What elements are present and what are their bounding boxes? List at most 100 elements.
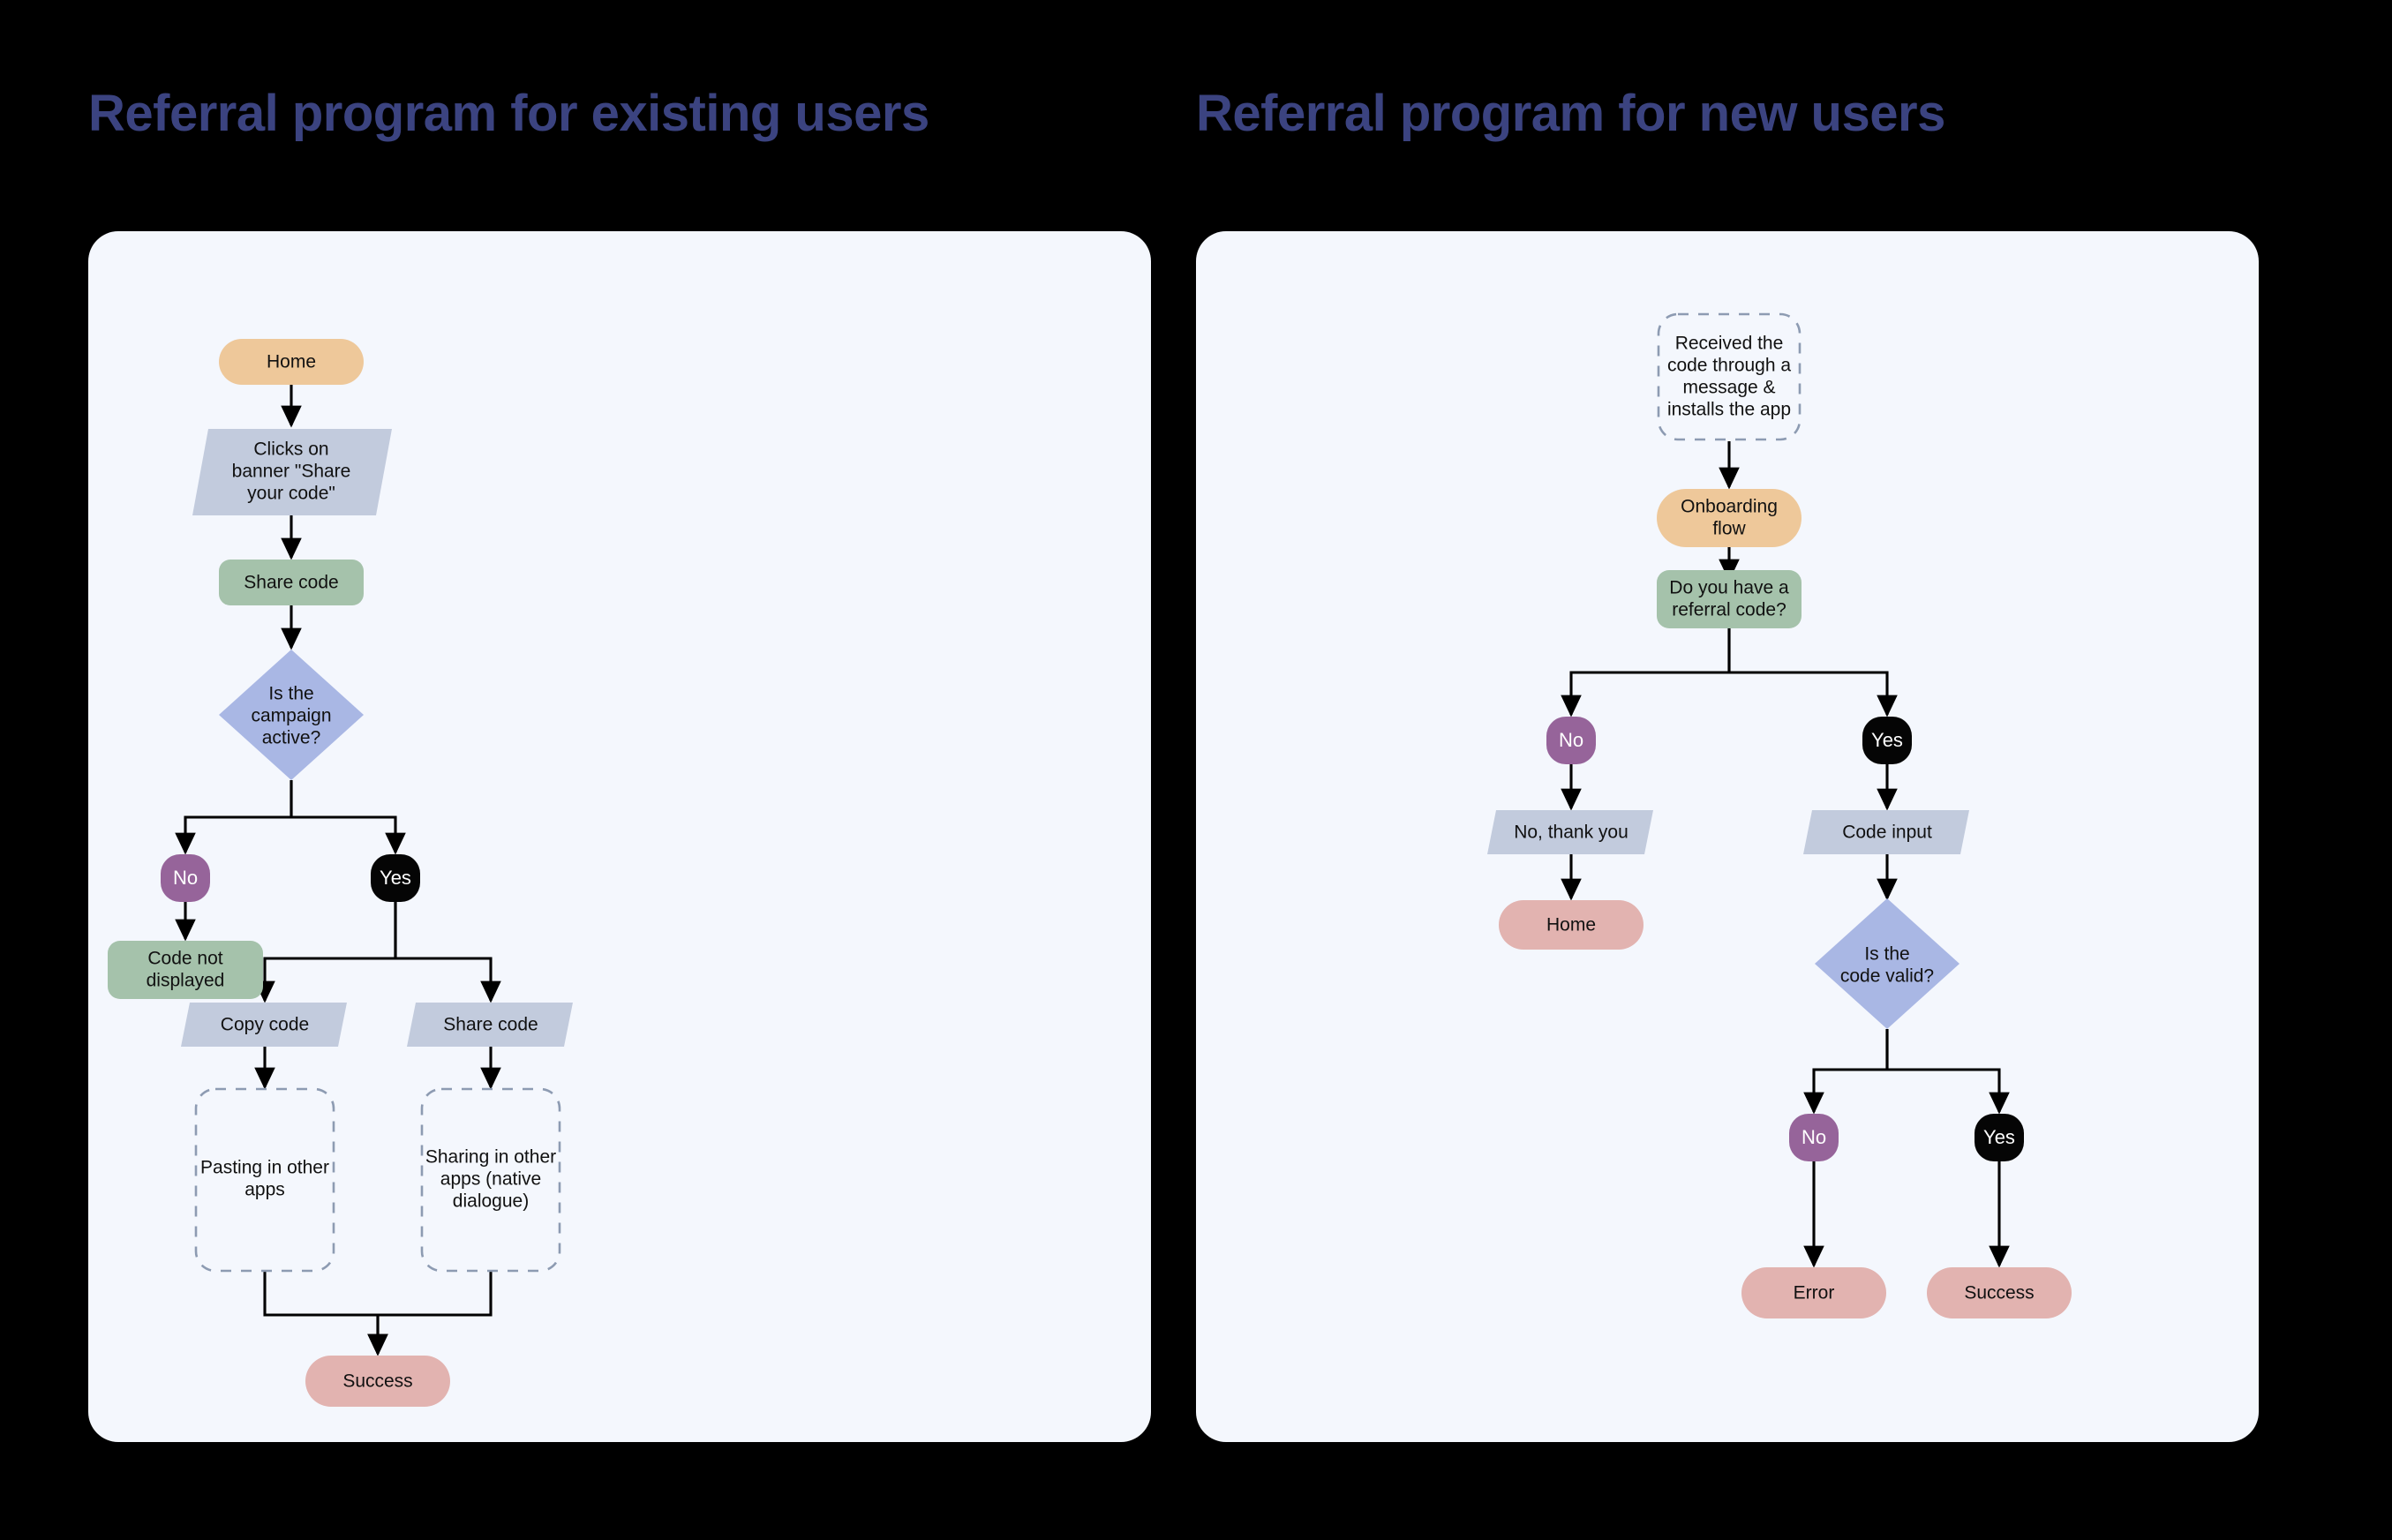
node-success-existing[interactable]: Success — [305, 1356, 450, 1407]
badge-no-codevalid-label: No — [1802, 1126, 1826, 1148]
node-success-new-users-shape — [1927, 1267, 2072, 1318]
flowchart-panel-existing-users: Home Clicks on banner "Share your code" … — [88, 231, 1151, 1442]
edge-havecode-to-yes — [1727, 628, 1898, 717]
node-clicks-banner-line3: your code" — [247, 484, 335, 504]
badge-no-campaign-label: No — [173, 867, 198, 889]
node-received-code-line3: message & — [1682, 378, 1775, 398]
node-received-code-line4: installs the app — [1667, 400, 1791, 420]
node-onboarding-flow[interactable]: Onboarding flow — [1657, 489, 1802, 547]
node-received-code-line1: Received the — [1675, 334, 1784, 354]
badge-yes-havecode[interactable]: Yes — [1862, 717, 1912, 764]
badge-yes-campaign-label: Yes — [380, 867, 411, 889]
node-code-valid[interactable]: Is the code valid? — [1815, 898, 1959, 1029]
node-code-input-label: Code input — [1842, 823, 1932, 843]
node-have-referral-code[interactable]: Do you have a referral code? — [1657, 570, 1802, 628]
node-home-new-users[interactable]: Home — [1499, 900, 1644, 950]
node-success-new-users[interactable]: Success — [1927, 1267, 2072, 1318]
node-home[interactable]: Home — [219, 339, 364, 385]
node-sharing-in-other-apps-line1: Sharing in other — [425, 1147, 556, 1168]
node-code-valid-shape — [1815, 898, 1959, 1029]
node-code-input-shape — [1803, 810, 1969, 854]
flowchart-svg-new-users: Received the code through a message & in… — [1487, 312, 2072, 1318]
node-clicks-banner-line1: Clicks on — [253, 439, 328, 460]
badge-no-codevalid-shape — [1789, 1114, 1839, 1161]
node-success-new-users-label: Success — [1964, 1283, 2034, 1303]
node-code-valid-line1: Is the — [1864, 944, 1909, 965]
node-pasting-in-other-apps-line1: Pasting in other — [200, 1158, 329, 1178]
badge-no-havecode-shape — [1546, 717, 1596, 764]
node-campaign-active-line3: active? — [262, 728, 321, 748]
node-onboarding-flow-line1: Onboarding — [1681, 497, 1778, 517]
edge-campaign-to-yes — [290, 780, 406, 855]
edge-yes-to-copycode — [254, 902, 397, 1003]
node-received-code-shape — [1657, 312, 1802, 441]
node-onboarding-flow-line2: flow — [1712, 519, 1746, 539]
badge-no-campaign[interactable]: No — [161, 854, 210, 902]
node-campaign-active-line1: Is the — [268, 684, 313, 704]
node-share-code-2-label: Share code — [443, 1015, 538, 1035]
page-title-new-users: Referral program for new users — [1196, 85, 1945, 142]
badge-yes-codevalid-label: Yes — [1983, 1126, 2015, 1148]
flowchart-svg-existing-users: Home Clicks on banner "Share your code" … — [108, 339, 573, 1407]
badge-yes-codevalid[interactable]: Yes — [1975, 1114, 2024, 1161]
node-clicks-banner[interactable]: Clicks on banner "Share your code" — [192, 429, 392, 515]
node-campaign-active[interactable]: Is the campaign active? — [219, 650, 364, 780]
node-code-not-displayed-line1: Code not — [147, 949, 222, 969]
page-title-existing-users: Referral program for existing users — [88, 85, 929, 142]
node-home-shape — [219, 339, 364, 385]
node-code-not-displayed-line2: displayed — [147, 971, 225, 991]
node-copy-code-shape — [181, 1003, 347, 1047]
flowchart-panel-new-users: Received the code through a message & in… — [1196, 231, 2259, 1442]
badge-yes-havecode-label: Yes — [1871, 729, 1903, 751]
node-copy-code-label: Copy code — [221, 1015, 309, 1035]
node-pasting-in-other-apps[interactable]: Pasting in other apps — [194, 1087, 335, 1273]
node-received-code[interactable]: Received the code through a message & in… — [1657, 312, 1802, 441]
connector-group — [1561, 441, 2010, 1268]
node-have-referral-code-line2: referral code? — [1672, 600, 1786, 620]
node-sharing-in-other-apps-line2: apps (native — [440, 1169, 541, 1190]
node-onboarding-flow-shape — [1657, 489, 1802, 547]
node-home-label: Home — [267, 352, 316, 372]
node-sharing-in-other-apps-line3: dialogue) — [453, 1191, 529, 1212]
connector-group — [175, 383, 501, 1356]
node-received-code-line2: code through a — [1667, 356, 1791, 376]
node-share-code-1[interactable]: Share code — [219, 560, 364, 605]
node-pasting-in-other-apps-line2: apps — [244, 1180, 285, 1200]
node-campaign-active-shape — [219, 650, 364, 780]
node-code-not-displayed[interactable]: Code not displayed — [108, 941, 263, 999]
node-code-valid-line2: code valid? — [1840, 966, 1934, 987]
edge-campaign-to-no — [175, 780, 293, 855]
node-pasting-in-other-apps-shape — [194, 1087, 335, 1273]
node-home-new-users-shape — [1499, 900, 1644, 950]
edge-codevalid-to-no — [1803, 1029, 1889, 1115]
node-no-thank-you-shape — [1487, 810, 1653, 854]
node-copy-code[interactable]: Copy code — [181, 1003, 347, 1047]
node-error-label: Error — [1794, 1283, 1835, 1303]
node-code-not-displayed-shape — [108, 941, 263, 999]
badge-no-havecode[interactable]: No — [1546, 717, 1596, 764]
node-no-thank-you-label: No, thank you — [1514, 823, 1629, 843]
node-share-code-2-shape — [407, 1003, 573, 1047]
badge-no-havecode-label: No — [1559, 729, 1583, 751]
node-campaign-active-line2: campaign — [251, 706, 331, 726]
edge-pasting-to-success — [263, 1271, 388, 1356]
node-error-shape — [1741, 1267, 1886, 1318]
badge-yes-campaign-shape — [371, 854, 420, 902]
badge-yes-campaign[interactable]: Yes — [371, 854, 420, 902]
node-success-existing-label: Success — [342, 1371, 412, 1392]
node-have-referral-code-line1: Do you have a — [1669, 578, 1789, 598]
node-share-code-2[interactable]: Share code — [407, 1003, 573, 1047]
node-have-referral-code-shape — [1657, 570, 1802, 628]
badge-no-codevalid[interactable]: No — [1789, 1114, 1839, 1161]
edge-codevalid-to-yes — [1885, 1029, 2010, 1115]
node-error[interactable]: Error — [1741, 1267, 1886, 1318]
node-no-thank-you[interactable]: No, thank you — [1487, 810, 1653, 854]
edge-sharing-to-success — [367, 1271, 493, 1356]
node-home-new-users-label: Home — [1546, 915, 1596, 935]
node-success-existing-shape — [305, 1356, 450, 1407]
node-sharing-in-other-apps[interactable]: Sharing in other apps (native dialogue) — [420, 1087, 561, 1273]
node-code-input[interactable]: Code input — [1803, 810, 1969, 854]
edge-yes-to-sharecode2 — [394, 902, 501, 1003]
node-clicks-banner-shape — [192, 429, 392, 515]
